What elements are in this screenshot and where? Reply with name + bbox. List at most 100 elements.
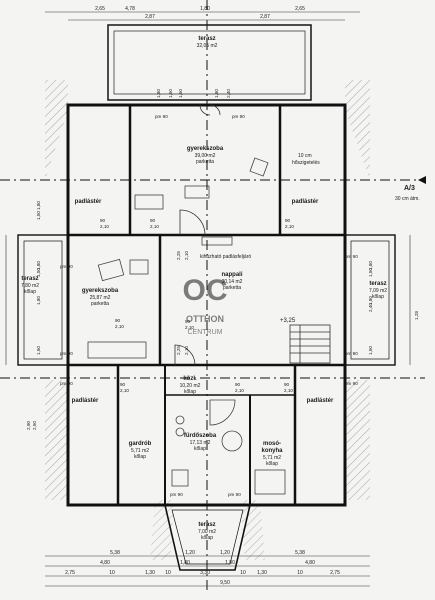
room-terasz_top-name: terasz (198, 36, 215, 42)
watermark-logo: OC (183, 274, 228, 307)
dim-vertical-8: 1,50 (368, 268, 373, 277)
dim-vertical-1: 1,50 (168, 89, 173, 98)
dim-vertical-20: 2,50 (32, 421, 37, 430)
section-arrow (418, 176, 426, 184)
dim-vertical-16: 2,25 (176, 251, 181, 260)
room-gardrob-name: gardrób (129, 441, 152, 447)
room-terasz_right-floor: kőlap (372, 294, 384, 300)
room-padlas_tr-name: padlástér (292, 199, 319, 205)
room-moso-area: 5,71 m2 (263, 455, 281, 461)
dim-vertical-2: 1,80 (214, 89, 219, 98)
dim-top_row1-1: 4,78 (125, 6, 135, 12)
window-label-w18: pm 90 (345, 351, 358, 356)
room-kozl-area: 10,20 m2 (180, 383, 201, 389)
dimension-lines (5, 11, 411, 587)
dim-bottom_row4-0: 9,50 (220, 580, 230, 586)
dim-bottom_row1-2: 1,20 (220, 550, 230, 556)
dim-vertical-15: 1,80 (36, 296, 41, 305)
dim-vertical-11: 1,50 (368, 346, 373, 355)
room-terasz_top-area: 32,05 m2 (197, 43, 218, 49)
room-padlas_bl-name: padlástér (72, 398, 99, 404)
dim-bottom_row3-4: 3,30 (200, 570, 210, 576)
watermark: OC OTTHON CENTRUM (183, 274, 228, 336)
dim-bottom_row3-7: 10 (297, 570, 303, 576)
dim-bottom_row3-8: 2,75 (330, 570, 340, 576)
window-label-w14: pm 90 (345, 381, 358, 386)
room-terasz_right-name: terasz (369, 281, 386, 287)
room-furdo-area: 17,13 m2 (190, 440, 211, 446)
dim-bottom_row3-5: 10 (240, 570, 246, 576)
room-kozl-name: közl. (183, 376, 197, 382)
room-moso-name2: konyha (261, 448, 283, 454)
room-terasz_bottom-area: 7,00 m2 (198, 529, 216, 535)
roof-hatching (45, 80, 370, 560)
room-terasz_right-area: 7,09 m2 (369, 288, 387, 294)
window-label-w17: pm 90 (60, 351, 73, 356)
dim-vertical-0: 1,80 (156, 89, 161, 98)
window-label-w10: 90 (120, 382, 126, 387)
dim-bottom_row2-0: 4,80 (100, 560, 110, 566)
window-label-w3: 90 (100, 218, 106, 223)
furniture (87, 157, 286, 495)
dim-bottom_row1-3: 5,38 (295, 550, 305, 556)
room-padlas_br-name: padlástér (307, 398, 334, 404)
dim-top_row1-0: 2,65 (95, 6, 105, 12)
dim-vertical-13: 1,50 (36, 268, 41, 277)
window-label-w8: pm 90 (60, 264, 73, 269)
dim-vertical-10: 2,40 (368, 303, 373, 312)
dim-bottom_row2-2: 1,80 (225, 560, 235, 566)
level-note: +3,25 (280, 318, 296, 324)
dim-top_row2-1: 2,87 (260, 14, 270, 20)
window-label-w5: 90 (285, 218, 291, 223)
dim-vertical-18: 2,25 (176, 346, 181, 355)
room-nappali-name: nappali (221, 272, 242, 278)
window-label-w11-h: 2,10 (235, 388, 244, 393)
dim-bottom_row3-1: 10 (109, 570, 115, 576)
dim-vertical-4: 1,50 (178, 89, 183, 98)
dim-bottom_row1-1: 1,20 (185, 550, 195, 556)
dim-vertical-9: 1,80 (368, 296, 373, 305)
room-gyerek_top-floor: parketta (196, 159, 214, 165)
window-label-w13: pm 90 (60, 381, 73, 386)
window-label-w2: pm 90 (232, 114, 245, 119)
dim-vertical-21: 2,90 (26, 421, 31, 430)
ladder-note: kihúzható padlásfeljáró (200, 254, 251, 260)
dim-bottom_row3-3: 10 (165, 570, 171, 576)
room-kozl-floor: kőlap (184, 389, 196, 395)
room-gardrob-area: 5,71 m2 (131, 448, 149, 454)
room-terasz_bottom-name: terasz (198, 522, 215, 528)
room-terasz_left-name: terasz (21, 276, 38, 282)
dim-bottom_row2-1: 1,80 (180, 560, 190, 566)
room-furdo-floor: kőlap (194, 446, 206, 452)
window-label-w11: 90 (235, 382, 241, 387)
doors (174, 104, 221, 366)
wall-note-1: 10 cm (298, 153, 312, 159)
window-label-w7-h: 2,10 (115, 324, 124, 329)
dim-top_row2-0: 2,87 (145, 14, 155, 20)
room-gyerek_left-area: 25,87 m2 (90, 295, 111, 301)
dim-bottom_row2-3: 4,80 (305, 560, 315, 566)
room-nappali-area: 30,14 m2 (222, 279, 243, 285)
dim-vertical-5: 1,80 (36, 201, 41, 210)
window-label-w12: 90 (284, 382, 290, 387)
section-marker: A/3 (404, 185, 415, 192)
room-terasz_left-floor: kőlap (24, 289, 36, 295)
room-gyerek_left-name: gyerekszoba (82, 288, 119, 294)
wall-note-2: hőszigetelés (292, 160, 320, 166)
room-nappali-floor: parketta (223, 285, 241, 291)
room-gyerek_top-name: gyerekszoba (187, 146, 224, 152)
dim-bottom_row3-0: 2,75 (65, 570, 75, 576)
window-label-w16: pm 90 (228, 492, 241, 497)
window-label-w12-h: 2,10 (284, 388, 293, 393)
room-gyerek_left-floor: parketta (91, 301, 109, 307)
dim-vertical-6: 1,50 (36, 211, 41, 220)
dim-bottom_row1-0: 5,38 (110, 550, 120, 556)
window-label-w6: 90 (185, 319, 191, 324)
window-label-w4: 90 (150, 218, 156, 223)
window-label-w3-h: 2,10 (100, 224, 109, 229)
room-terasz_bottom-floor: kőlap (201, 535, 213, 541)
room-padlas_tl-name: padlástér (75, 199, 102, 205)
room-terasz_left-area: 7,80 m2 (21, 283, 39, 289)
watermark-line2: CENTRUM (188, 329, 223, 336)
terrace-top (107, 24, 312, 101)
